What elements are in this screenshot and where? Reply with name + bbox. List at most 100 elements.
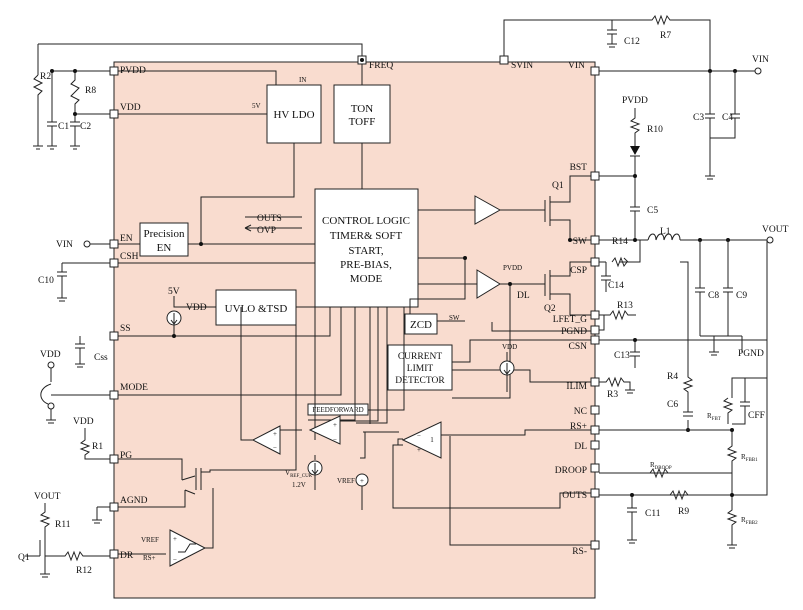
ton-toff-block: TON TOFF	[333, 84, 391, 144]
label-c2: C2	[80, 122, 91, 132]
label-cff: CFF	[748, 411, 765, 421]
label-c11: C11	[645, 509, 661, 519]
label-r12: R12	[76, 566, 92, 576]
pin-mode	[109, 390, 119, 400]
pin-svin	[499, 55, 509, 65]
external-right: C12 R7 VIN C3 C4 PVDD R10 C5 L1 VOUT R14…	[503, 14, 789, 549]
svg-text:+: +	[173, 535, 177, 543]
internal-sources: +	[166, 310, 515, 510]
pin-csp	[590, 257, 600, 267]
control-line-4: PRE-BIAS,	[340, 259, 392, 271]
pin-sw	[590, 235, 600, 245]
unity-buffer	[401, 421, 442, 459]
hv-ldo-label: HV LDO	[273, 109, 314, 121]
label-csn: CSN	[569, 342, 588, 352]
pin-nc	[590, 405, 600, 415]
label-r8: R8	[85, 86, 96, 96]
label-rsplus: RS+	[570, 422, 587, 432]
label-c3: C3	[693, 113, 704, 123]
control-line-1: CONTROL LOGIC	[322, 215, 410, 227]
label-c12: C12	[624, 37, 640, 47]
comparator	[251, 425, 281, 455]
svg-text:+: +	[273, 430, 277, 438]
label-r10: R10	[647, 125, 663, 135]
ton-label: TON	[351, 103, 373, 115]
label-pvdd: PVDD	[120, 66, 146, 76]
label-ovp: OVP	[257, 226, 276, 236]
external-left: R2 R8 C1 C2 VIN C10 Css VDD VDD R1 VOUT …	[18, 43, 363, 578]
label-csh: CSH	[120, 252, 139, 262]
label-r13: R13	[617, 301, 633, 311]
control-line-5: MODE	[350, 273, 383, 285]
label-r4: R4	[667, 372, 678, 382]
label-ss: SS	[120, 324, 131, 334]
label-vout-left: VOUT	[34, 492, 61, 502]
pin-en	[109, 239, 119, 249]
label-r14: R14	[612, 237, 628, 247]
svg-text:−: −	[173, 556, 177, 564]
label-pgnd-right: PGND	[738, 349, 764, 359]
label-c5: C5	[647, 206, 658, 216]
svg-text:−: −	[417, 432, 421, 440]
label-rsminus: RS-	[572, 547, 587, 557]
label-freq: FREQ	[369, 61, 393, 71]
label-c1: C1	[58, 122, 69, 132]
right-pin-labels: BST SW CSP LFET_G PGND CSN ILIM NC RS+ D…	[553, 163, 588, 557]
internal-wiring	[114, 60, 595, 555]
toff-label: TOFF	[349, 116, 376, 128]
label-q1: Q1	[552, 181, 564, 191]
label-q2: Q2	[544, 304, 556, 314]
label-ilim: ILIM	[566, 382, 587, 392]
label-c8: C8	[708, 291, 719, 301]
currlim-line-2: LIMIT	[407, 364, 434, 374]
pin-ss	[109, 331, 119, 341]
control-logic-block: CONTROL LOGIC TIMER& SOFT START, PRE-BIA…	[314, 188, 419, 308]
svg-text:−: −	[273, 444, 277, 452]
label-5v-src: 5V	[168, 287, 180, 297]
label-sw: SW	[573, 237, 587, 247]
label-r3: R3	[607, 390, 618, 400]
label-vdd-csn: VDD	[502, 343, 517, 351]
svg-text:+: +	[360, 477, 364, 485]
feedforward-label: FEEDFORWARD	[312, 406, 363, 414]
label-sw-zcd: SW	[449, 314, 460, 322]
svg-text:−: −	[333, 436, 337, 444]
label-c13: C13	[614, 351, 630, 361]
precision-en-block: Precision EN	[139, 222, 189, 257]
vin-terminal-left	[83, 240, 91, 248]
pin-csh	[109, 258, 119, 268]
label-outs-in: OUTS	[257, 214, 282, 224]
high-side-driver	[474, 195, 502, 225]
label-rfbt: RFBT	[707, 412, 721, 422]
label-pgnd: PGND	[561, 327, 587, 337]
label-dl-net: DL	[517, 291, 530, 301]
label-csp: CSP	[570, 266, 587, 276]
label-agnd: AGND	[120, 496, 148, 506]
label-vref-cur: VREF_CUR	[285, 469, 313, 479]
label-1p2v: 1.2V	[292, 481, 306, 489]
label-r1: R1	[92, 442, 103, 452]
feedforward-block: FEEDFORWARD	[307, 403, 369, 416]
label-c14: C14	[608, 281, 624, 291]
pin-rsminus	[590, 540, 600, 550]
pin-outs	[590, 488, 600, 498]
label-vref-cmp: VREF	[141, 536, 159, 544]
error-amplifier	[308, 415, 341, 445]
inner-labels: IN 5V OUTS OVP 5V VDD VREF RS+ VREF_CUR …	[141, 76, 564, 562]
label-r2: R2	[40, 72, 51, 82]
label-en: EN	[120, 234, 133, 244]
pin-ilim	[590, 377, 600, 387]
junctions	[172, 58, 637, 338]
label-q1-left: Q1	[18, 553, 30, 563]
label-r9: R9	[678, 507, 689, 517]
label-l1: L1	[660, 227, 671, 237]
label-rfbb1: RFBB1	[741, 453, 758, 463]
label-c4: C4	[722, 113, 733, 123]
pin-csn	[590, 335, 600, 345]
label-vin-right: VIN	[752, 55, 769, 65]
zcd-label: ZCD	[410, 319, 432, 331]
label-dl: DL	[574, 442, 587, 452]
label-c9: C9	[736, 291, 747, 301]
